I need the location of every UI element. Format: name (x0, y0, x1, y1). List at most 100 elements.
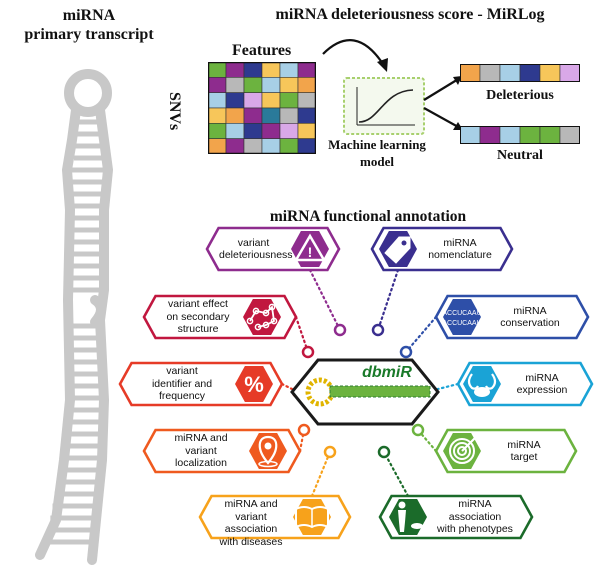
primary-transcript-title: miRNA primary transcript (0, 6, 178, 44)
sigmoid-curve-icon (358, 89, 414, 123)
deleterious-vector (460, 64, 580, 82)
connector-node (323, 445, 337, 459)
annotation-label-line2: deleteriousness (219, 249, 293, 261)
center-hexagon (290, 358, 440, 426)
human-silhouette-icon (398, 501, 406, 509)
target-icon (461, 436, 477, 452)
annotation-book (198, 494, 352, 540)
annotation-icon-badge (443, 299, 481, 335)
annotation-hexagons: !% ACCUCAAU ACCUCAAU (118, 226, 594, 540)
vector-cell (559, 126, 580, 144)
ml-model-label: Machine learning model (322, 136, 432, 170)
annotation-connector (310, 450, 332, 498)
annotation-connector (308, 268, 342, 332)
annotation-label-line1: miRNA (443, 236, 477, 249)
annotation-target (434, 428, 578, 474)
curved-arrow-icon (322, 39, 384, 65)
annotation-label-line2: target (510, 451, 538, 463)
rna-node (252, 307, 260, 315)
sequence-line-2: ACCUCAAU (442, 320, 481, 327)
neutral-label: Neutral (497, 148, 543, 163)
annotation-sequence: ACCUCAAU ACCUCAAU (434, 294, 590, 340)
annotation-location-pin (142, 428, 302, 474)
annotation-connector (298, 428, 306, 453)
feature-matrix-cells (208, 62, 316, 154)
annotation-label-line2: expression (516, 384, 568, 396)
warning-mark: ! (308, 244, 313, 260)
annotation-label-line1: variant effect (168, 298, 228, 311)
mirlog-title: miRNA deleteriousness score - MiRLog (275, 6, 545, 23)
percent-icon: % (244, 372, 264, 397)
arrow-neutral-icon (423, 107, 461, 129)
annotation-label-line2: identifier and (151, 377, 213, 390)
logo-stem-bar (330, 386, 430, 397)
annotation-icon-badge (291, 231, 329, 267)
annotation-connector (382, 450, 410, 498)
annotation-human-silhouette (378, 494, 534, 540)
annotation-label-line2: variant association (224, 510, 278, 536)
annotation-label-line3: localization (175, 457, 227, 470)
annotation-icon-badge (249, 433, 287, 469)
annotation-label-line1: miRNA and (174, 432, 228, 445)
hairpin-base-pairs (46, 119, 104, 545)
annotation-label-line1: variant (237, 236, 270, 249)
warning-icon (293, 233, 327, 262)
hairpin-bulge (90, 295, 106, 327)
feature-matrix (208, 62, 316, 154)
sequence-icon: ACCUCAAU (442, 310, 481, 317)
annotation-label-line1: miRNA and (224, 498, 278, 511)
tag-hole (401, 240, 407, 246)
annotation-label-line3: frequency (158, 390, 206, 403)
pin-dot (264, 442, 272, 450)
annotation-label-line3: with phenotypes (437, 523, 513, 536)
annotation-label-line3: structure (177, 323, 219, 336)
deleterious-label: Deleterious (486, 88, 554, 103)
annotation-title: miRNA functional annotation (269, 208, 467, 225)
pin-base (258, 460, 278, 468)
rna-node (262, 309, 270, 317)
connector-node (399, 345, 413, 359)
rna-node (262, 321, 270, 329)
annotation-organs (456, 361, 594, 407)
annotation-label-line1: variant (166, 365, 198, 378)
neutral-vector-border (460, 126, 580, 144)
dbmir-logo: dbmiR (362, 364, 412, 381)
organs-icon (467, 373, 497, 390)
hairpin-loop (64, 69, 112, 117)
arrow-deleterious-icon (423, 77, 461, 101)
annotation-label-line2: variant (185, 444, 217, 457)
annotation-label-line3: with diseases (219, 535, 283, 548)
annotation-connector (376, 268, 400, 332)
primary-transcript-title-line2: primary transcript (24, 26, 154, 43)
annotation-label-line2: conservation (500, 317, 560, 329)
connector-node (411, 423, 425, 437)
rna-node (254, 323, 262, 331)
target-ring (457, 446, 467, 456)
annotation-label-line2: association (448, 510, 502, 523)
ml-model-label-line2: model (360, 154, 394, 169)
annotation-warning: ! (205, 226, 341, 272)
ml-model-box (343, 77, 425, 135)
location-pin-icon (258, 435, 278, 465)
rna-node (246, 317, 254, 325)
annotation-label-line1: miRNA (507, 438, 541, 451)
annotation-connector (404, 315, 438, 354)
annotation-tag (370, 226, 514, 272)
deleterious-vector-cells (460, 64, 580, 82)
organ-shape (474, 387, 490, 397)
rna-node (270, 317, 278, 325)
annotation-icon-badge (235, 366, 273, 402)
annotation-label-line2: nomenclature (428, 249, 492, 261)
annotation-label-line1: miRNA (458, 498, 492, 511)
annotation-rna-structure (142, 294, 298, 340)
